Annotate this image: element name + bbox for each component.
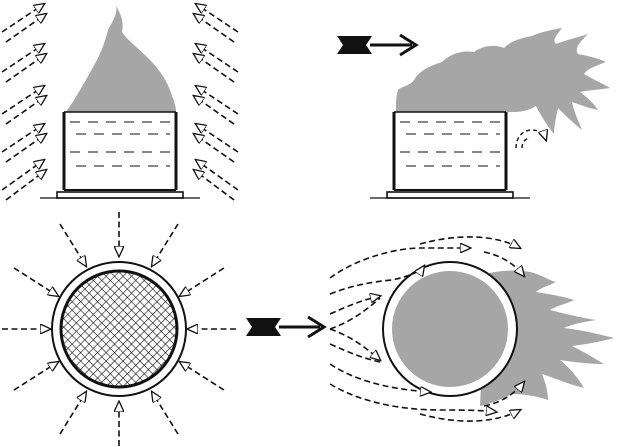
wind-blown-flame-plume [396,28,610,134]
liquid-surface-lines [400,121,500,167]
vertical-flame-plume [66,6,176,112]
tank-right [370,111,530,199]
panel-sphere-with-wind [329,236,614,422]
panel-sphere-still-air [2,212,236,446]
flow-around-arrows [329,236,524,422]
inward-draft-arrows-right [194,4,239,201]
wake-flames [480,270,614,406]
panel-tank-still-air [1,4,239,201]
curl-arrow-icon [515,130,546,149]
sphere-core-hatched [59,269,179,389]
sphere-core-burning [392,271,508,387]
wind-arrow-icon [246,315,327,339]
radial-inward-arrows [2,212,236,446]
tank-left [40,111,200,199]
liquid-surface-lines [70,121,170,167]
inward-draft-arrows-left [1,4,46,201]
panel-tank-with-wind [370,28,610,199]
wind-arrow-icon [337,33,419,57]
